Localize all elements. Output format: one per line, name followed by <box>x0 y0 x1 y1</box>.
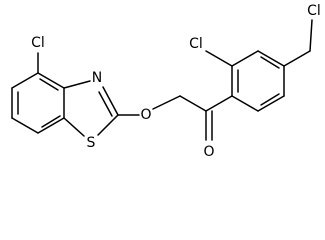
cl-para-atom-label: Cl <box>307 3 321 19</box>
o-ether-atom-label: O <box>140 107 151 123</box>
bond <box>11 117 39 134</box>
bond-co-aryl <box>205 95 233 112</box>
bond <box>97 114 119 136</box>
bond <box>102 86 119 116</box>
s-atom-label: S <box>87 135 96 151</box>
bond <box>257 95 285 112</box>
double-bond-inner <box>260 56 280 69</box>
bond-ch2-co <box>179 95 207 112</box>
cl-ortho-atom-label: Cl <box>189 36 203 52</box>
double-bond-inner <box>41 115 61 128</box>
bond <box>231 50 259 67</box>
bond <box>37 72 65 89</box>
bond <box>37 117 65 134</box>
bond <box>11 72 39 89</box>
chemical-structure-diagram: Cl N S O O Cl Cl <box>11 3 321 160</box>
cl-atom-label: Cl <box>31 35 45 51</box>
bond-c-cl-para-ext <box>309 19 313 52</box>
bond <box>231 95 259 112</box>
bond <box>63 117 85 137</box>
n-atom-label: N <box>92 70 102 86</box>
double-bond-inner <box>98 91 113 117</box>
o-carbonyl-atom-label: O <box>203 144 214 160</box>
bond-c-cl-ortho <box>205 50 233 67</box>
double-bond-inner <box>39 78 59 91</box>
dichlorophenyl-ring <box>231 50 285 112</box>
bond <box>63 80 91 89</box>
double-bond-inner <box>260 93 280 106</box>
bond-c-cl-para <box>283 50 311 67</box>
bond <box>257 50 285 67</box>
thiazole-ring <box>63 80 119 137</box>
bond-o-ch2 <box>152 95 181 110</box>
benzothiazole-benzene-ring <box>11 72 65 134</box>
